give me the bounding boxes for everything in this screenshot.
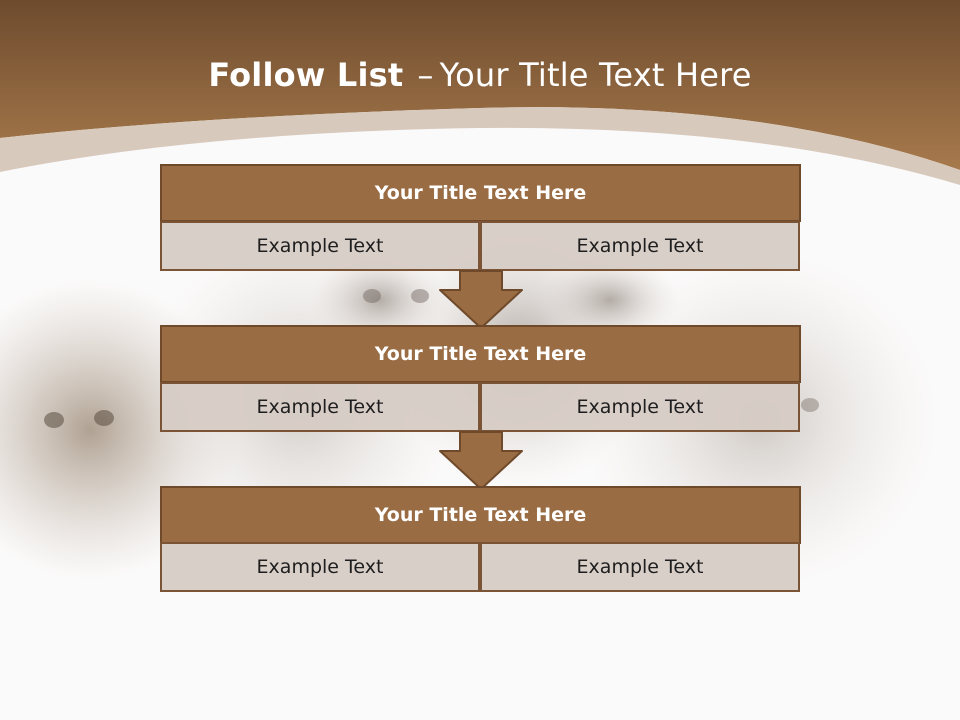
header-band [0,0,960,170]
block-cell-right: Example Text [480,221,800,271]
title-rest: Your Title Text Here [439,56,752,94]
down-arrow-icon [439,270,523,329]
block-cell-left: Example Text [160,221,480,271]
block-cell-left: Example Text [160,382,480,432]
block-cell-right: Example Text [480,382,800,432]
down-arrow-icon [439,431,523,490]
slide-title: Follow List–Your Title Text Here [0,56,960,94]
block-title: Your Title Text Here [160,486,801,544]
title-bold: Follow List [208,56,404,94]
block-cell-left: Example Text [160,542,480,592]
block-cell-right: Example Text [480,542,800,592]
title-separator: – [417,56,434,94]
block-title: Your Title Text Here [160,164,801,222]
block-title: Your Title Text Here [160,325,801,383]
